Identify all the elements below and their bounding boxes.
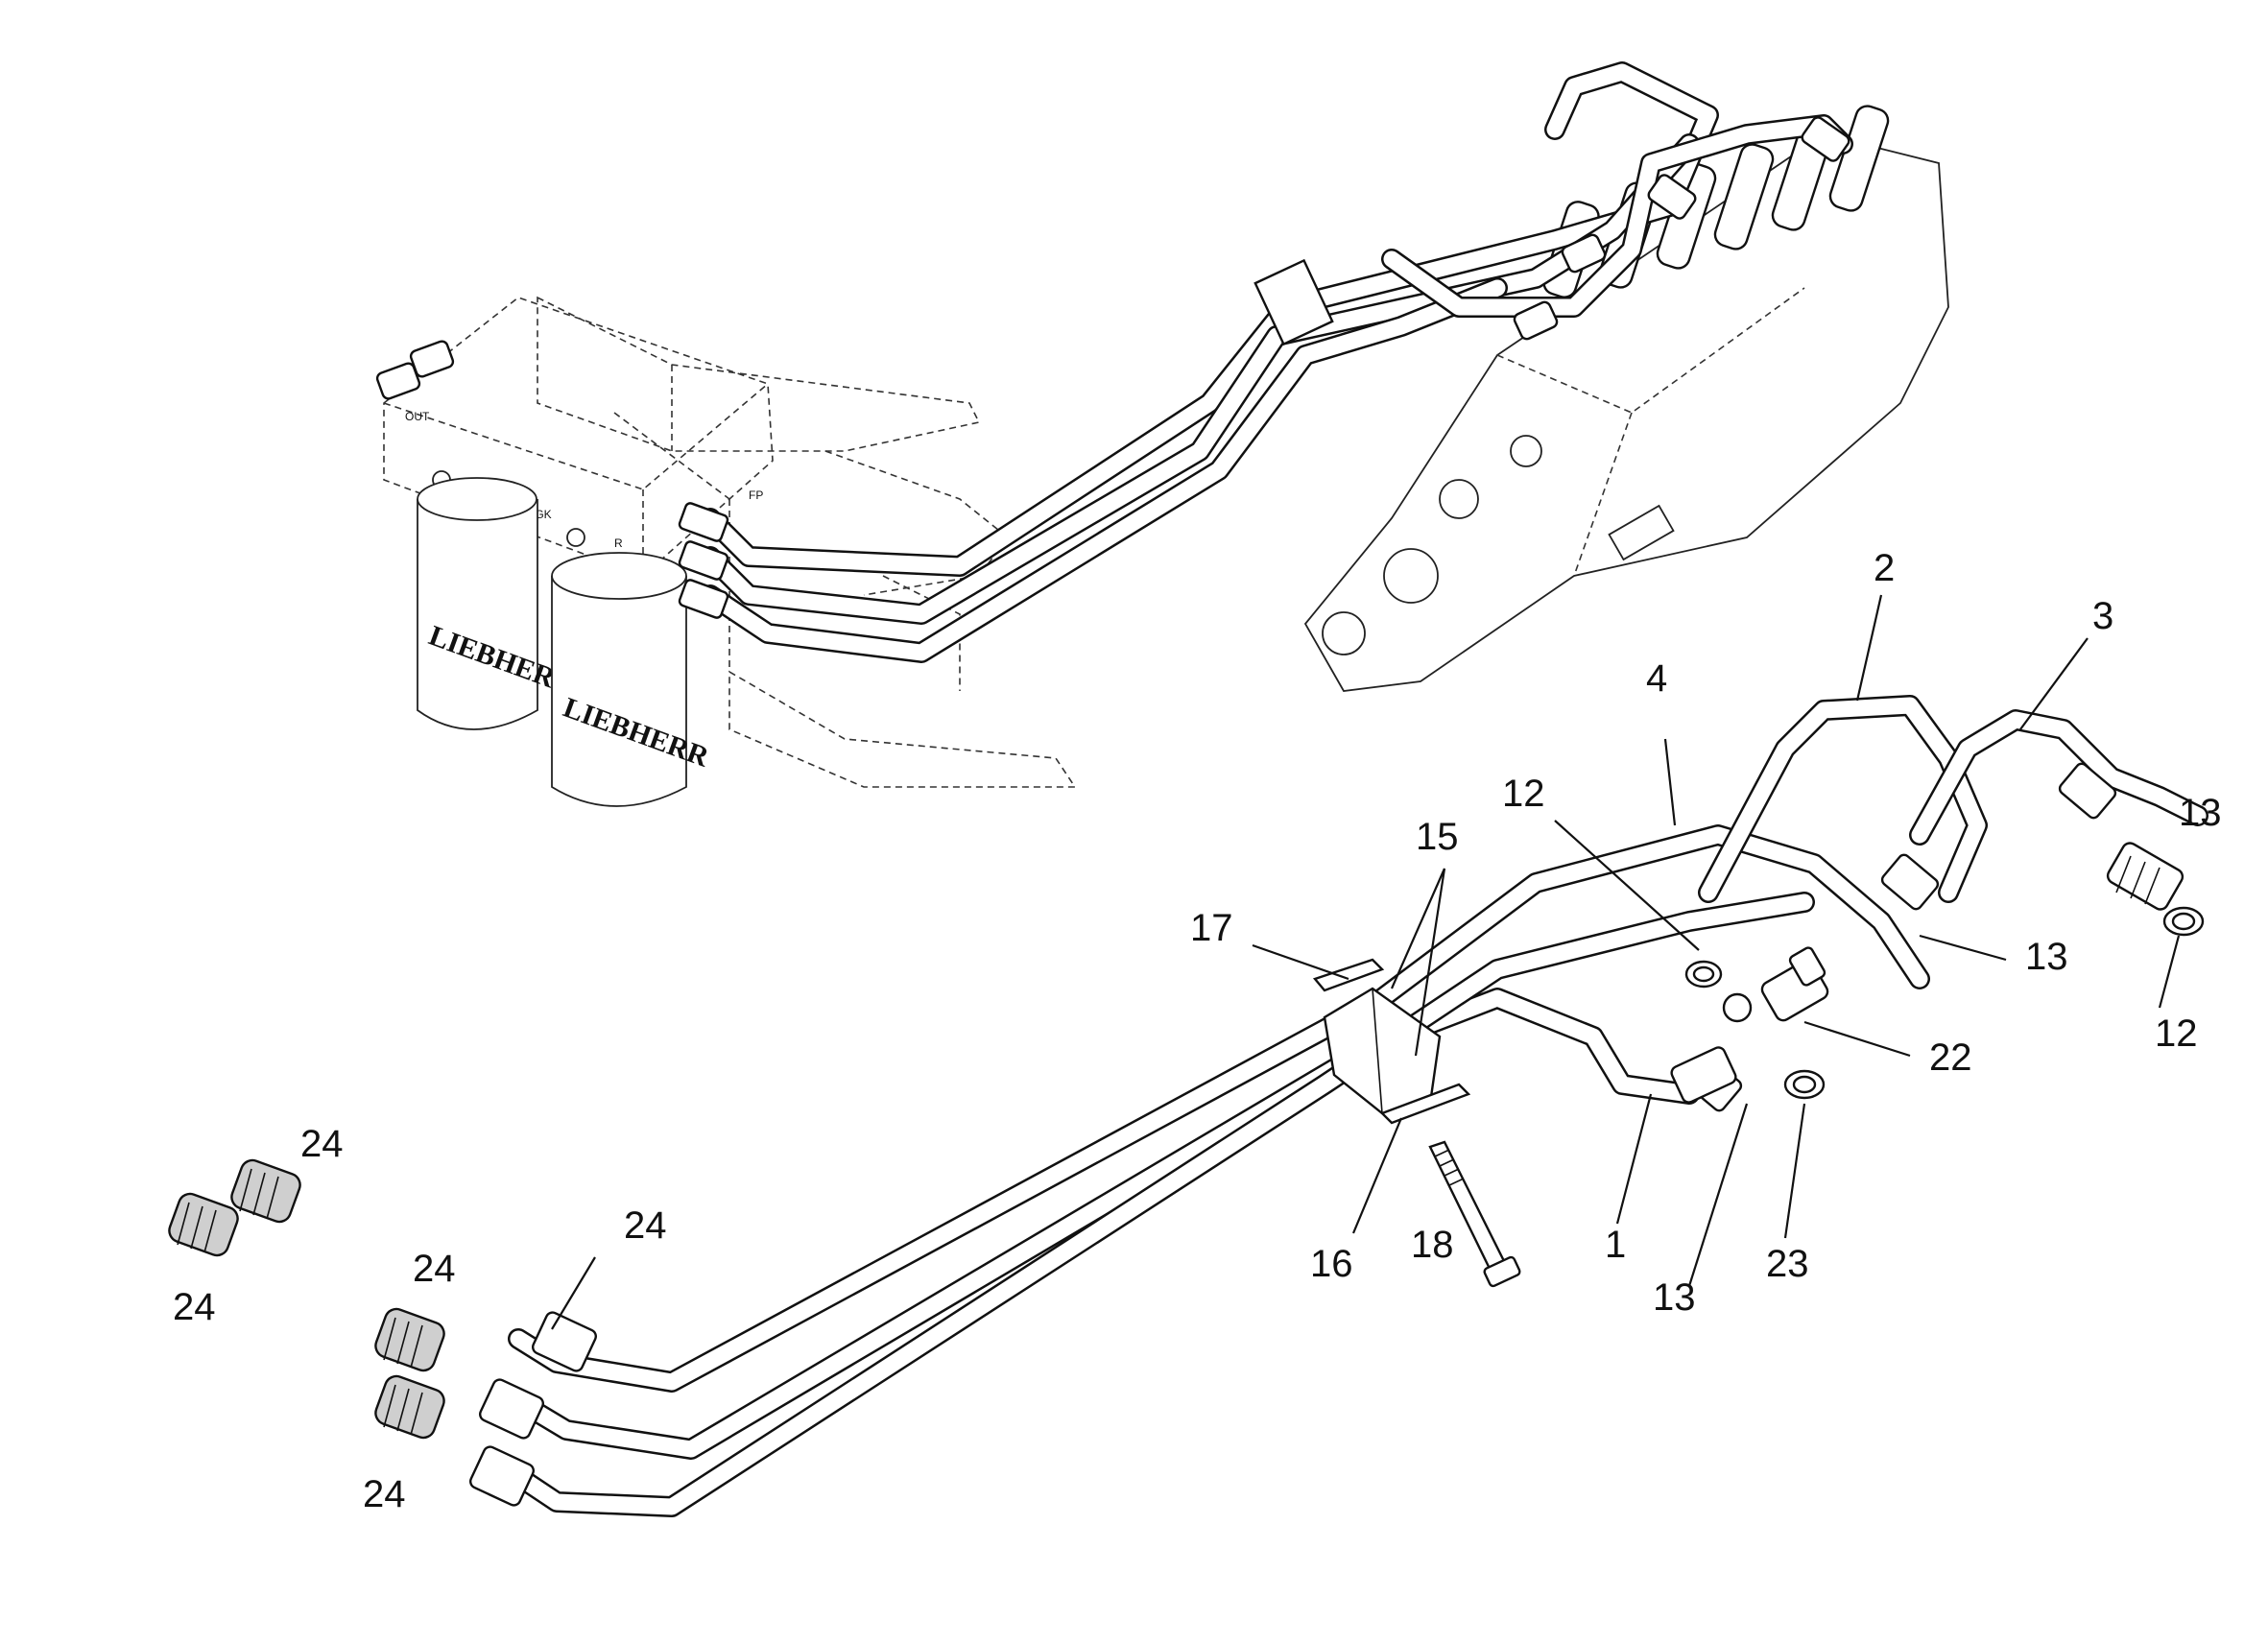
callout-3: 3 [2092,595,2113,637]
callout-24-e: 24 [363,1473,406,1515]
callout-18: 18 [1411,1224,1454,1266]
callout-23: 23 [1766,1243,1809,1285]
callout-12-upper: 12 [1502,773,1545,815]
callout-12-right: 12 [2155,1013,2198,1055]
callout-16: 16 [1310,1243,1353,1285]
fitting-13-lower [1670,1046,1737,1104]
filter-canister-right: LIEBHERR [551,552,713,807]
injection-pump [1303,105,1949,692]
callout-22: 22 [1929,1036,1972,1079]
clamp-plate-16 [1379,1083,1471,1125]
callout-24-d: 24 [624,1204,667,1247]
mark-r: R [614,536,623,550]
pipe-3 [1909,709,2208,846]
callout-4: 4 [1646,657,1667,700]
fitting-24-set [168,1158,445,1440]
leader-lines [551,594,2181,1330]
pipe-end-nuts [469,762,2117,1507]
mark-out: OUT [405,410,430,423]
callout-1: 1 [1605,1224,1626,1266]
callout-2: 2 [1874,547,1895,589]
bolt-18 [1428,1140,1521,1288]
fitting-22 [1722,946,1829,1023]
callout-24-b: 24 [173,1286,216,1328]
filter-canister-left: LIEBHERR [417,477,579,730]
callout-13-right: 13 [2179,792,2222,834]
reference-assembly: OUT E FGK R FP FP LIEBHERR LIEBHERR [375,61,1949,807]
mark-fp-top: FP [749,488,763,502]
fitting-24-1 [230,1158,301,1224]
callout-24-a: 24 [300,1123,344,1165]
fitting-24-4 [374,1374,445,1440]
fitting-13-loose [2106,842,2184,911]
exploded-pipe-assembly [168,695,2208,1517]
callout-labels: 2 3 4 12 12 13 13 13 15 16 17 18 1 22 23… [173,547,2222,1515]
clamp-plate-17 [1312,958,1385,992]
callout-15: 15 [1416,816,1459,858]
fitting-24-3 [374,1307,445,1372]
fitting-24-2 [168,1192,239,1257]
callout-17: 17 [1190,907,1233,949]
callout-13-lower: 13 [1653,1276,1696,1319]
callout-13-middle: 13 [2025,936,2068,978]
callout-24-c: 24 [413,1248,456,1290]
reference-pipes [678,61,1853,663]
